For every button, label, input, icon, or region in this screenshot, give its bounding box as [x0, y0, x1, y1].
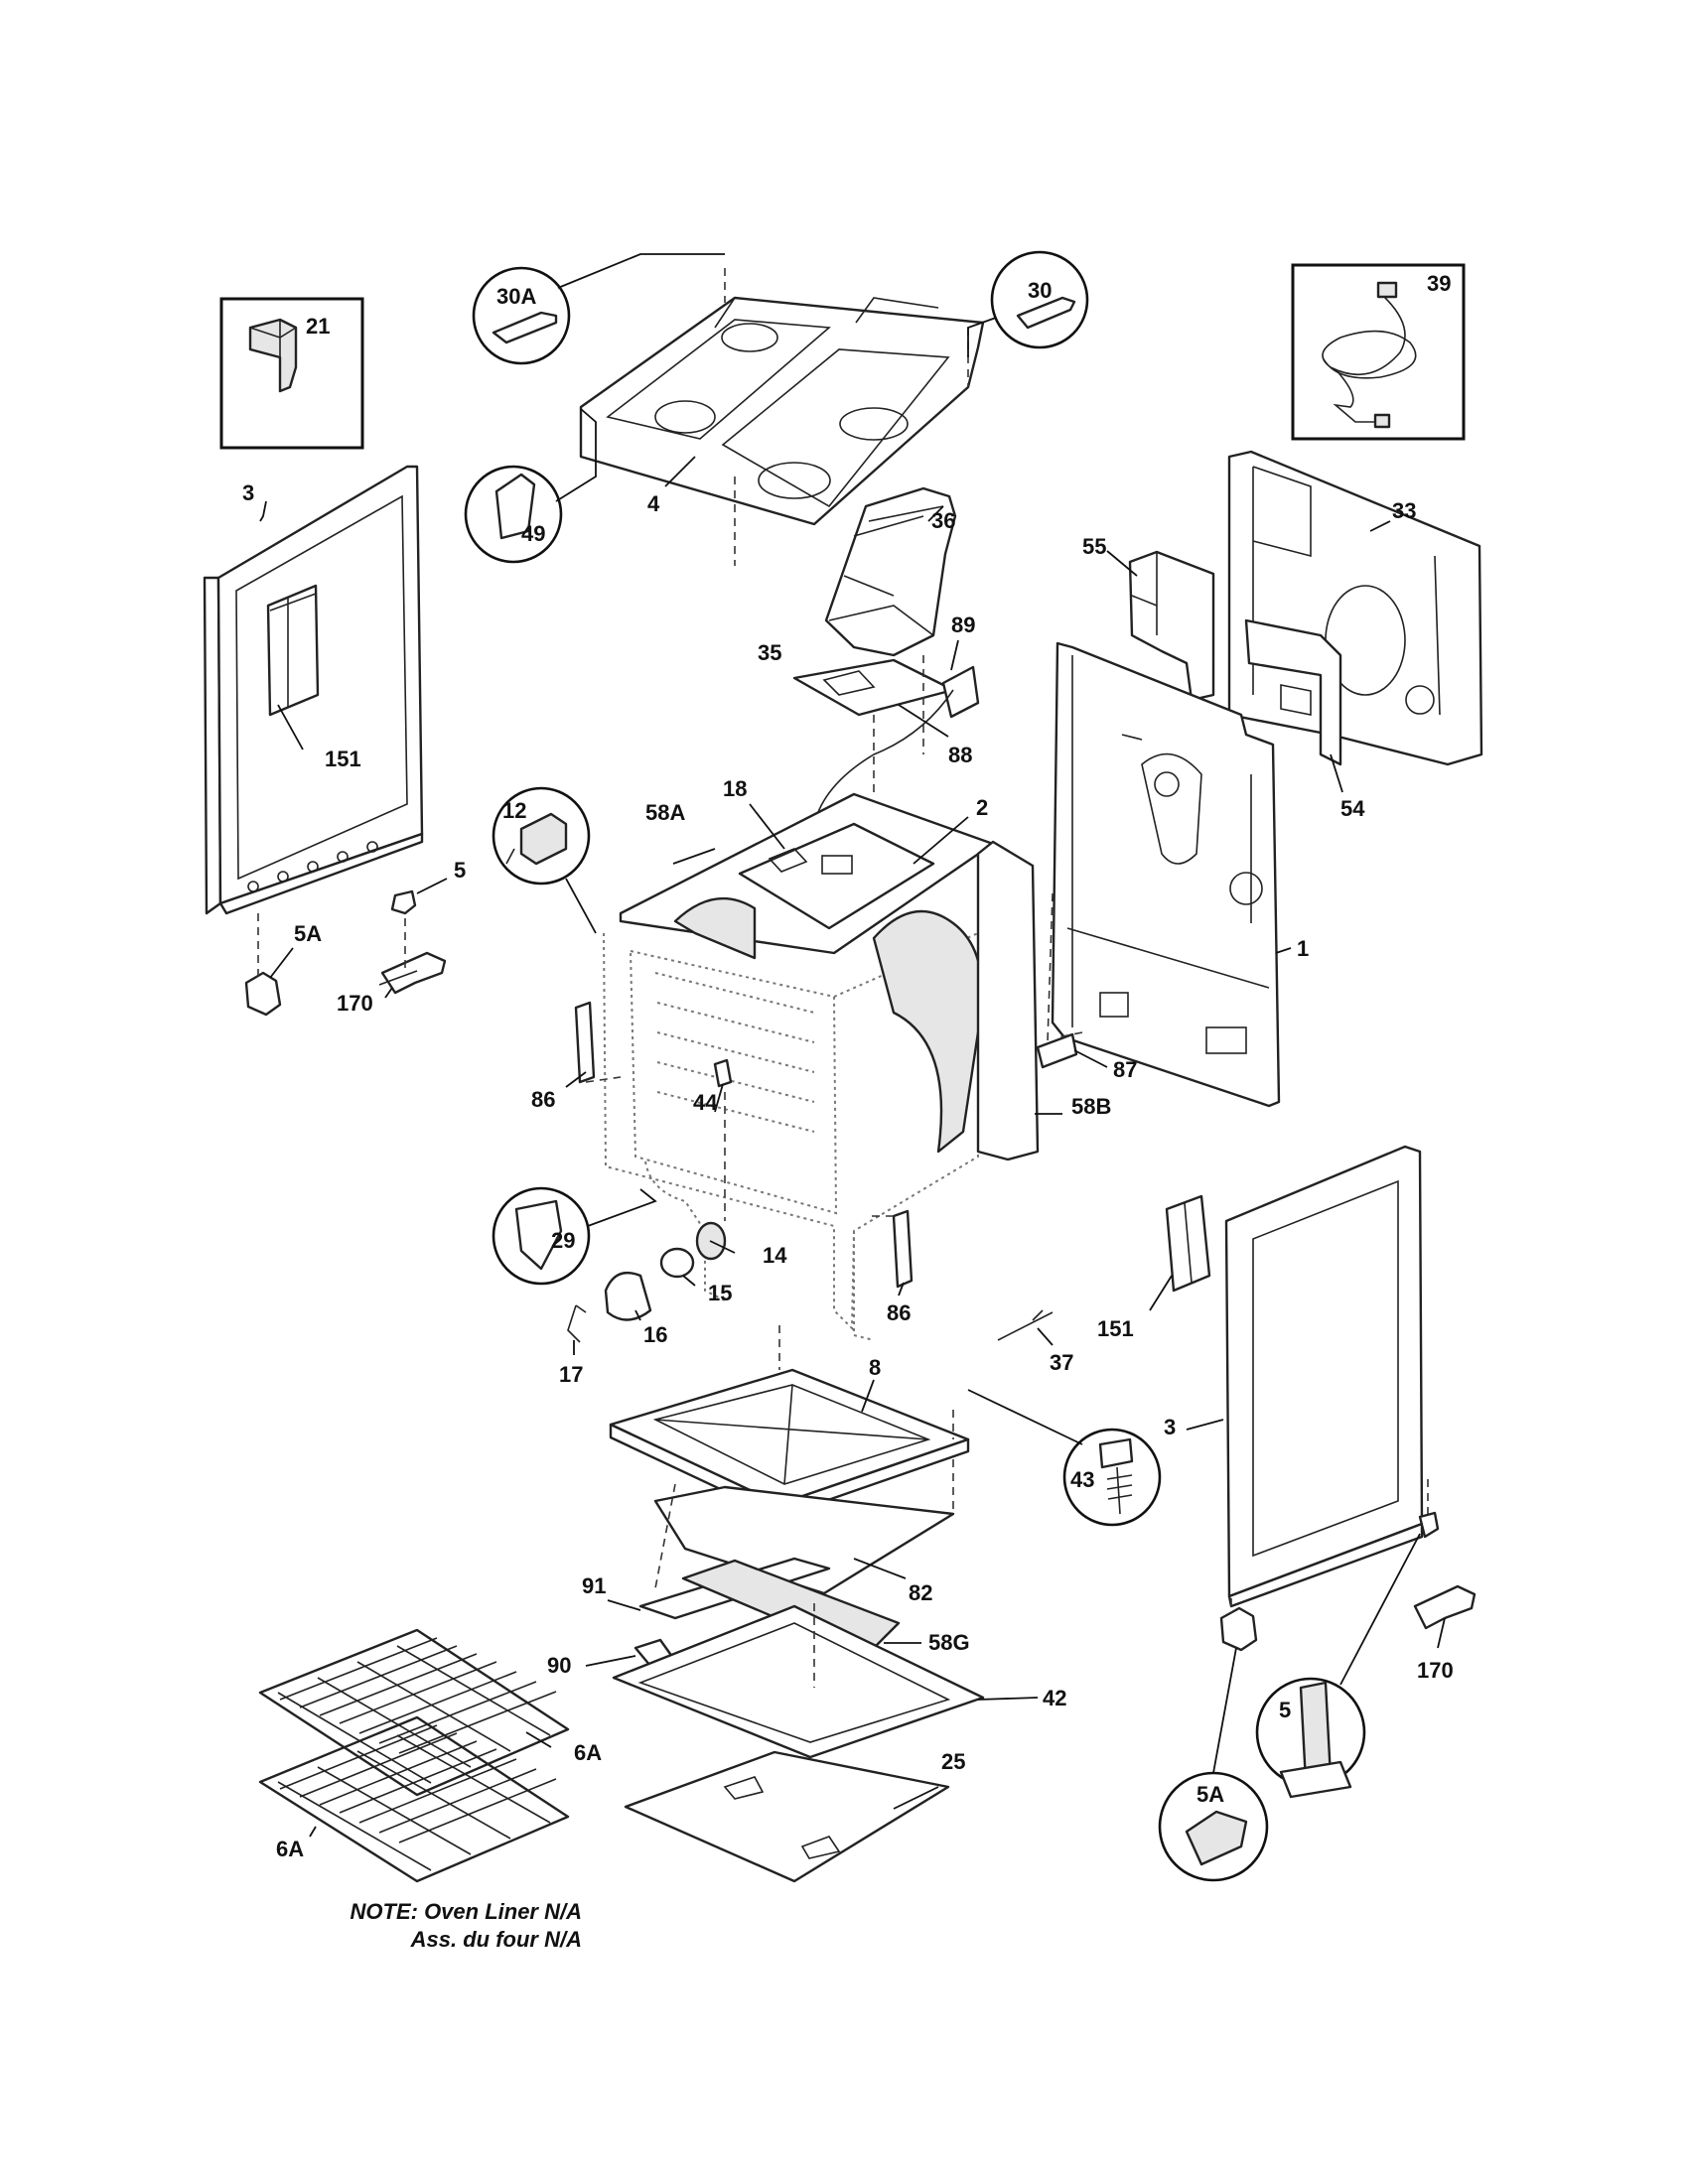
label-35: 35: [758, 640, 781, 665]
label-43: 43: [1070, 1467, 1094, 1492]
note-line-1: NOTE: Oven Liner N/A: [351, 1899, 582, 1924]
label-5-left: 5: [454, 858, 466, 883]
label-8: 8: [869, 1355, 881, 1380]
callout-30A: [472, 253, 725, 365]
part-151-right-bracket: [1165, 1194, 1211, 1293]
label-90: 90: [547, 1653, 571, 1678]
callout-30: [967, 250, 1089, 357]
callout-43: [967, 1389, 1162, 1527]
part-170-right-clip: [1413, 1584, 1477, 1630]
part-4-frame: [579, 296, 985, 526]
label-170-right: 170: [1417, 1658, 1454, 1683]
note-line-2: Ass. du four N/A: [410, 1927, 582, 1952]
label-15: 15: [708, 1281, 732, 1305]
part-39-box: [1291, 263, 1466, 441]
part-170-left-clip: [378, 951, 447, 995]
label-91: 91: [582, 1573, 606, 1598]
part-5-right-leveler: [1418, 1511, 1440, 1539]
label-1: 1: [1297, 936, 1309, 961]
callout-29: [492, 1186, 657, 1286]
label-86-right: 86: [887, 1300, 911, 1325]
label-55: 55: [1082, 534, 1106, 559]
part-44-lamp-socket: [713, 1058, 733, 1088]
label-37: 37: [1050, 1350, 1073, 1375]
part-82-tray: [653, 1485, 955, 1595]
part-86-right-bracket: [892, 1209, 914, 1289]
label-58A: 58A: [645, 800, 685, 825]
label-170-left: 170: [337, 991, 373, 1016]
part-5A-left-foot: [244, 971, 282, 1017]
label-33: 33: [1392, 498, 1416, 523]
label-36: 36: [931, 508, 955, 533]
label-16: 16: [643, 1322, 667, 1347]
callout-12: [492, 786, 597, 934]
label-30: 30: [1028, 278, 1052, 303]
label-44: 44: [693, 1090, 718, 1115]
label-87: 87: [1113, 1057, 1137, 1082]
part-1-back-panel: [1051, 641, 1281, 1108]
part-87-switch: [1036, 1032, 1078, 1069]
label-2: 2: [976, 795, 988, 820]
label-5A-right: 5A: [1196, 1782, 1224, 1807]
callout-49: [464, 408, 597, 564]
label-54: 54: [1340, 796, 1365, 821]
note-block: NOTE: Oven Liner N/A Ass. du four N/A: [351, 1899, 582, 1952]
label-6A-bottom: 6A: [276, 1837, 304, 1861]
part-16-lens: [604, 1271, 652, 1321]
label-4: 4: [647, 491, 660, 516]
part-15-bulb: [659, 1247, 695, 1279]
label-5A-left: 5A: [294, 921, 322, 946]
label-58G: 58G: [928, 1630, 970, 1655]
label-88: 88: [948, 743, 972, 767]
part-5-left-leveler: [390, 889, 417, 915]
label-39: 39: [1427, 271, 1451, 296]
label-151-right: 151: [1097, 1316, 1134, 1341]
leader-lines: [259, 456, 1446, 1838]
callout-5A: [1158, 1647, 1269, 1882]
callout-5: [1255, 1533, 1421, 1799]
label-3-right: 3: [1164, 1415, 1176, 1439]
part-37-wire: [997, 1309, 1054, 1341]
part-2-cover-plate: [738, 822, 935, 930]
part-5A-right-foot: [1219, 1606, 1258, 1652]
label-30A: 30A: [496, 284, 536, 309]
part-35-duct-plate: [792, 658, 955, 717]
part-54-bracket: [1244, 618, 1342, 766]
part-6A-bottom-rack: [258, 1715, 570, 1883]
label-58B: 58B: [1071, 1094, 1111, 1119]
label-3-left: 3: [242, 480, 254, 505]
label-5-right: 5: [1279, 1698, 1291, 1722]
part-36-flue: [824, 486, 957, 657]
label-21: 21: [306, 314, 330, 339]
label-14: 14: [763, 1243, 787, 1268]
label-6A-top: 6A: [574, 1740, 602, 1765]
callout-labels: 21 39 30A 30 49 4 3 151 36 35 89 88 55 3…: [242, 271, 1454, 1861]
part-42-drawer-frame: [612, 1604, 985, 1759]
label-49: 49: [521, 521, 545, 546]
part-25-drawer-bottom: [624, 1750, 950, 1883]
part-17-clip: [567, 1304, 587, 1343]
label-17: 17: [559, 1362, 583, 1387]
label-29: 29: [551, 1228, 575, 1253]
assembly-lines: [257, 268, 1429, 1688]
label-151-left: 151: [325, 747, 361, 771]
label-25: 25: [941, 1749, 965, 1774]
label-12: 12: [502, 798, 526, 823]
part-89-sensor: [813, 665, 980, 825]
part-6A-top-rack: [258, 1628, 570, 1797]
label-86-left: 86: [531, 1087, 555, 1112]
label-18: 18: [723, 776, 747, 801]
label-42: 42: [1043, 1686, 1066, 1710]
label-89: 89: [951, 613, 975, 637]
part-3-left-side-panel: [203, 465, 424, 915]
part-86-left-bracket: [574, 1001, 596, 1084]
part-33-back-shield: [1227, 450, 1483, 766]
label-82: 82: [909, 1580, 932, 1605]
part-21-box: [219, 297, 364, 450]
part-58B-insulation: [976, 840, 1040, 1161]
part-3-right-side-panel: [1224, 1145, 1424, 1608]
